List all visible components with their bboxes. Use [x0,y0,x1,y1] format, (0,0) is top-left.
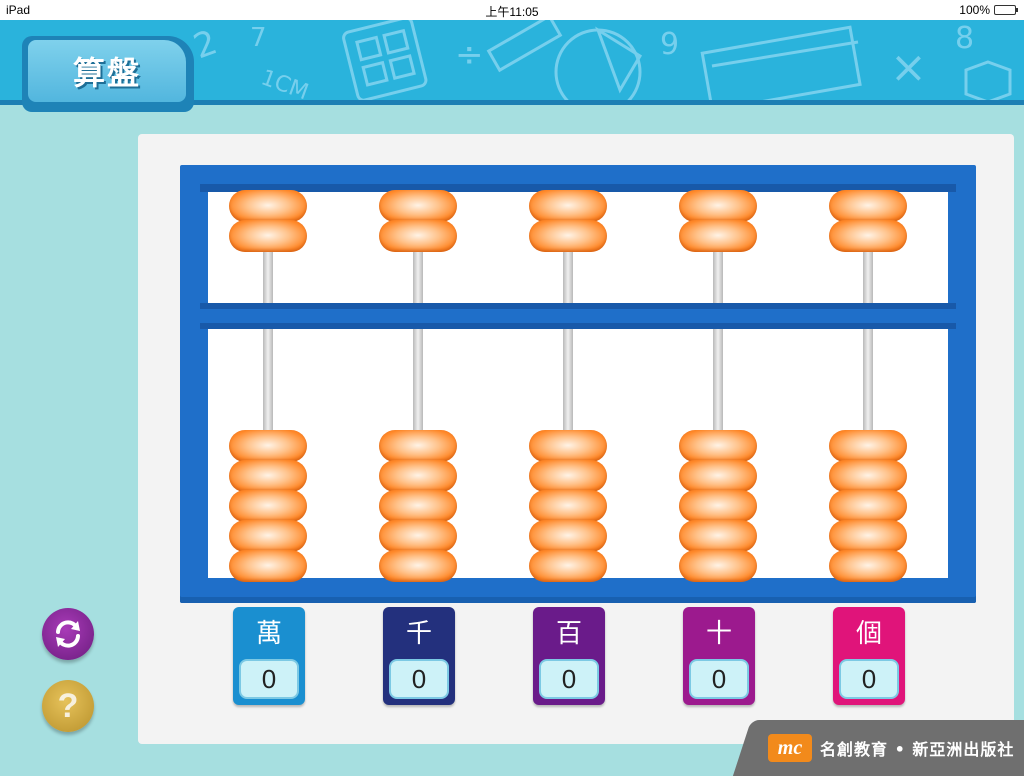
place-value-name: 個 [855,619,882,649]
earth-bead[interactable] [379,490,457,522]
place-value-digit: 0 [239,659,299,699]
heaven-bead[interactable] [529,190,607,222]
publisher-brand: mc 名創教育 • 新亞洲出版社 [768,733,1014,763]
title-tab: 算盤 [22,36,194,112]
reckoning-bar [200,303,956,329]
svg-text:÷: ÷ [455,35,484,75]
earth-bead[interactable] [529,550,607,582]
earth-bead[interactable] [379,550,457,582]
reset-button[interactable] [42,608,94,660]
place-value-digit: 0 [539,659,599,699]
earth-bead[interactable] [679,520,757,552]
earth-bead[interactable] [229,460,307,492]
heaven-bead[interactable] [529,220,607,252]
heaven-bead[interactable] [379,190,457,222]
earth-bead[interactable] [229,520,307,552]
page-title: 算盤 [72,54,141,92]
place-value-name: 萬 [255,619,282,649]
status-bar: iPad 上午11:05 100% [0,0,1024,20]
heaven-bead[interactable] [229,190,307,222]
earth-bead[interactable] [679,490,757,522]
place-value-name: 十 [705,619,732,649]
device-name: iPad [6,3,31,17]
help-button[interactable]: ? [42,680,94,732]
refresh-icon [56,620,80,648]
place-value-digit: 0 [689,659,749,699]
clock: 上午11:05 [485,5,539,19]
earth-bead[interactable] [379,460,457,492]
place-value-digit: 0 [389,659,449,699]
earth-bead[interactable] [529,490,607,522]
earth-bead[interactable] [679,430,757,462]
heaven-bead[interactable] [379,220,457,252]
place-value-name: 百 [555,619,582,649]
top-beam [200,184,956,192]
earth-bead[interactable] [529,520,607,552]
earth-bead[interactable] [829,550,907,582]
earth-bead[interactable] [529,430,607,462]
earth-bead[interactable] [229,430,307,462]
heaven-bead[interactable] [679,220,757,252]
heaven-bead[interactable] [829,220,907,252]
question-mark-icon: ? [57,686,79,725]
place-value-digit: 0 [839,659,899,699]
svg-text:8: 8 [955,21,974,56]
earth-bead[interactable] [829,430,907,462]
svg-text:×: × [890,42,927,93]
heaven-bead[interactable] [679,190,757,222]
battery-percent: 100% [959,3,990,17]
svg-text:9: 9 [660,27,679,62]
earth-bead[interactable] [379,520,457,552]
earth-bead[interactable] [829,460,907,492]
battery-status: 100% [959,3,1018,17]
earth-bead[interactable] [679,550,757,582]
earth-bead[interactable] [379,430,457,462]
earth-bead[interactable] [529,460,607,492]
svg-text:1CM: 1CM [258,65,312,100]
publisher-name: 名創教育 • 新亞洲出版社 [820,740,1015,759]
place-value-name: 千 [405,619,432,649]
earth-bead[interactable] [229,550,307,582]
earth-bead[interactable] [679,460,757,492]
svg-text:7: 7 [250,23,267,53]
earth-bead[interactable] [229,490,307,522]
math-pattern-decoration: 2 7 1CM ÷ 9 × 8 [188,20,1012,100]
earth-bead[interactable] [829,520,907,552]
heaven-bead[interactable] [829,190,907,222]
battery-icon [994,5,1018,15]
earth-bead[interactable] [829,490,907,522]
mc-logo: mc [768,734,812,762]
heaven-bead[interactable] [229,220,307,252]
